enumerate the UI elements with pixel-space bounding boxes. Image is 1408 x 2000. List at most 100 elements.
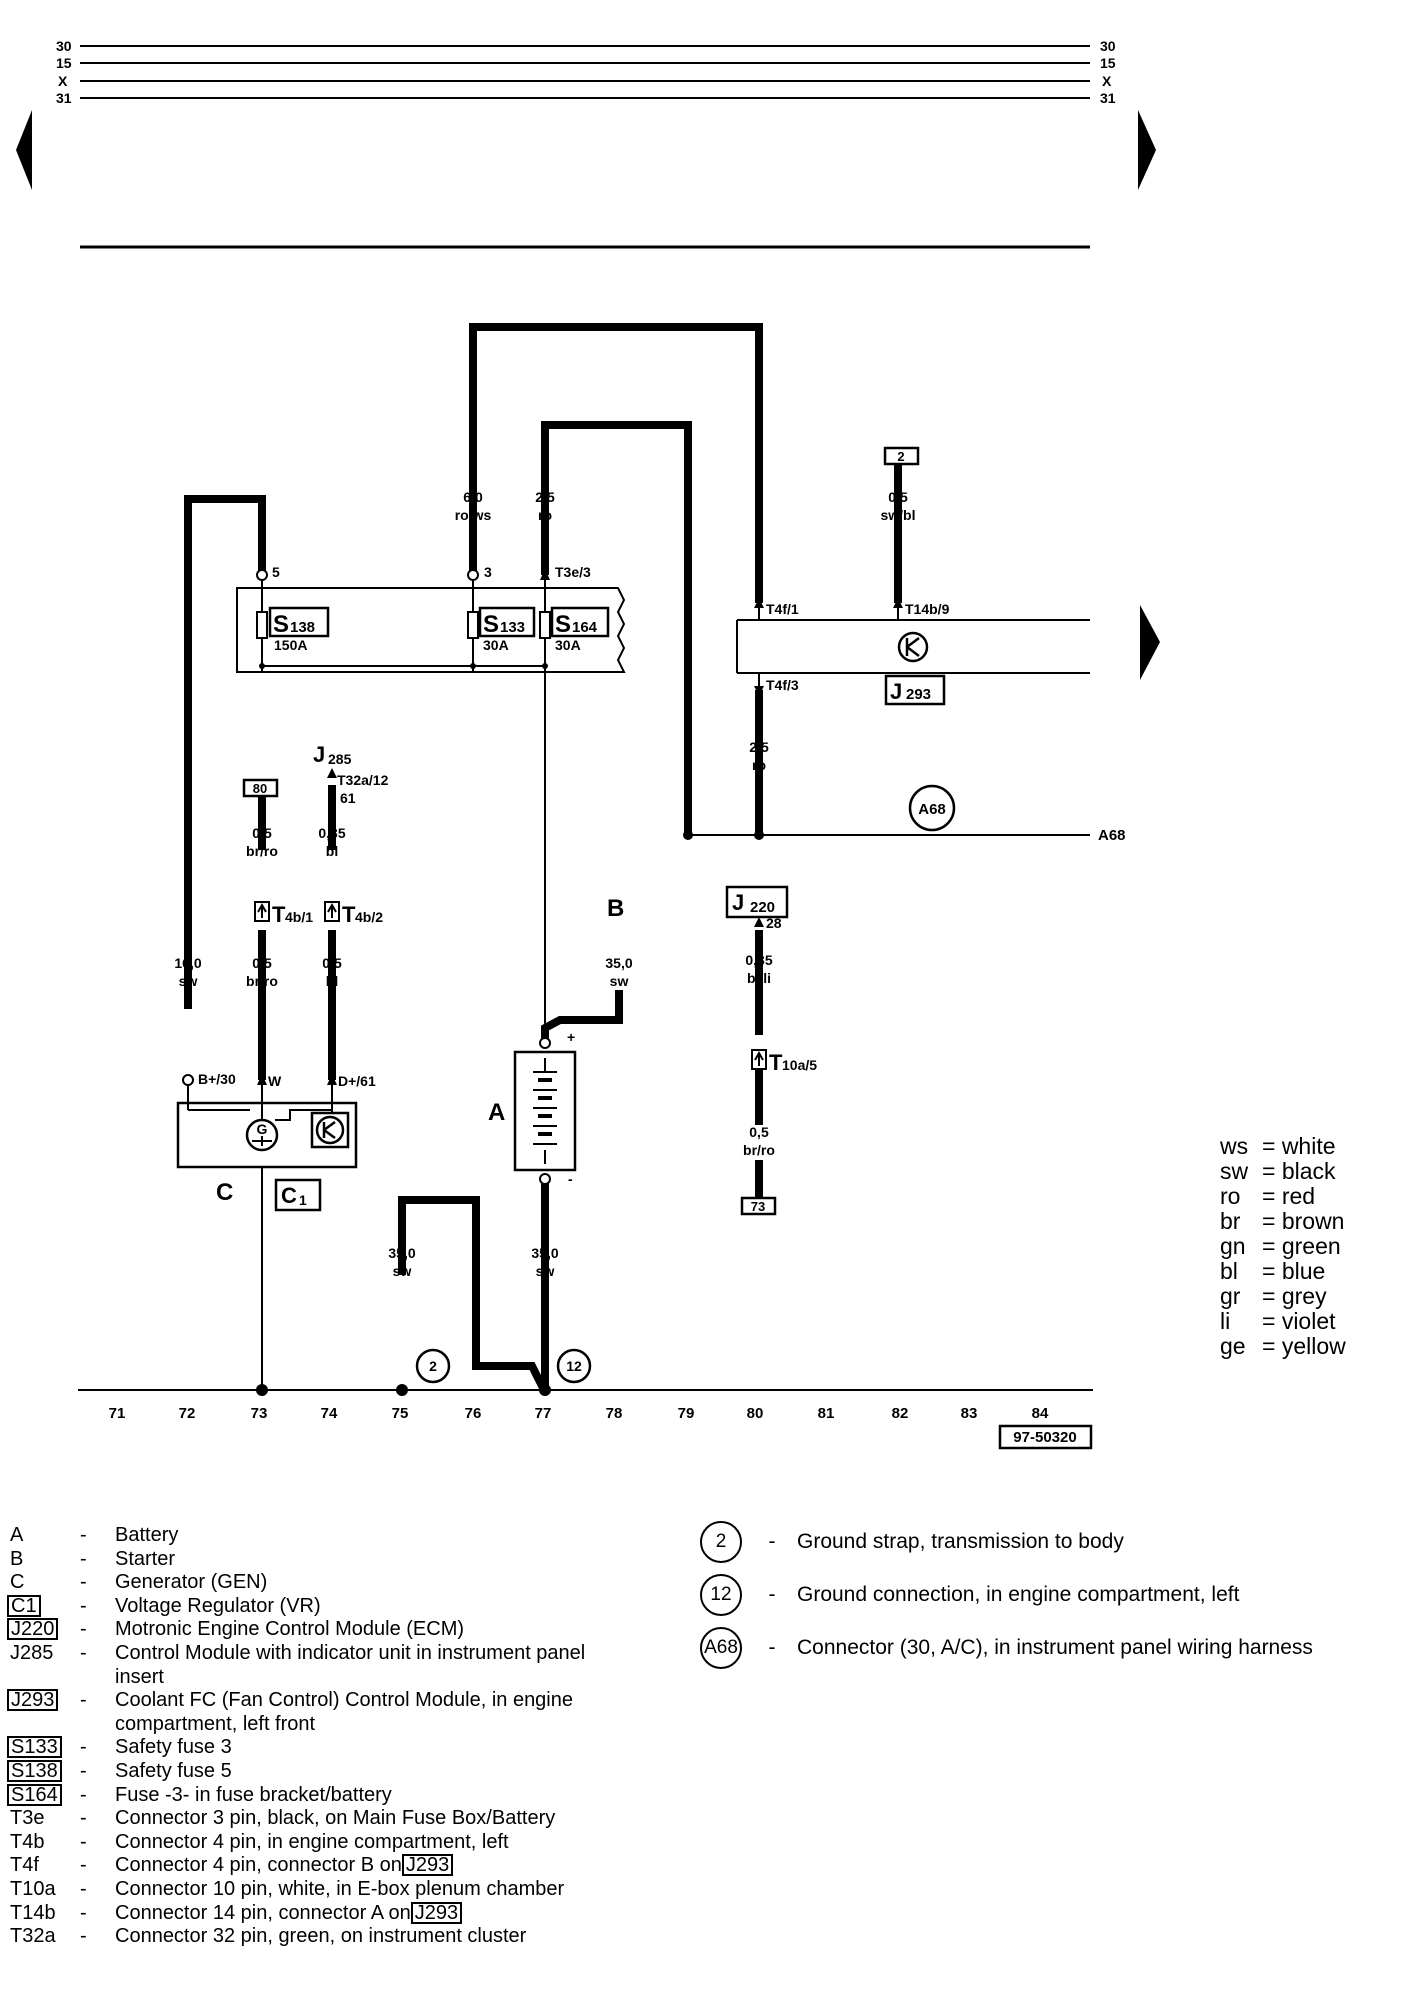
- svg-text:T: T: [272, 902, 286, 927]
- fuse-s138-rating: 150A: [274, 637, 307, 653]
- color-name: = black: [1262, 1158, 1336, 1184]
- legend-code: C: [10, 1571, 25, 1594]
- diagram-id: 97-50320: [998, 1424, 1093, 1450]
- legend-code: T32a: [10, 1925, 56, 1948]
- svg-text:220: 220: [750, 899, 775, 916]
- color-code-row: gr= grey: [1220, 1284, 1346, 1309]
- svg-text:bl/li: bl/li: [747, 970, 771, 986]
- svg-text:A68: A68: [918, 801, 946, 818]
- svg-text:285: 285: [328, 751, 352, 767]
- legend-desc: Control Module with indicator unit in in…: [115, 1641, 586, 1664]
- legend-desc: Starter: [115, 1547, 176, 1570]
- color-abbr: gn: [1220, 1233, 1246, 1259]
- fuse-s164-pin: T3e/3: [555, 564, 591, 580]
- color-code-row: ws= white: [1220, 1134, 1346, 1159]
- svg-text:35,0: 35,0: [388, 1245, 415, 1261]
- legend-desc: Battery: [115, 1524, 179, 1546]
- legend-desc: insert: [115, 1665, 164, 1688]
- connector-t4b1: T 4b/1: [254, 901, 313, 927]
- legend-row: J293-Coolant FC (Fan Control) Control Mo…: [7, 1689, 585, 1713]
- color-name: = brown: [1262, 1208, 1345, 1234]
- generator-label: C: [216, 1179, 233, 1206]
- legend-code: B: [10, 1547, 24, 1570]
- legend-desc: Fuse -3- in fuse bracket/battery: [115, 1783, 392, 1806]
- svg-text:79: 79: [678, 1405, 695, 1422]
- svg-text:S: S: [273, 611, 289, 638]
- svg-text:T: T: [342, 902, 356, 927]
- fuse-s138-pin: 5: [272, 564, 280, 580]
- ground-legend-desc: Ground strap, transmission to body: [797, 1529, 1124, 1553]
- j285-label: J 285 T32a/12 61: [313, 742, 389, 806]
- svg-text:C: C: [281, 1183, 297, 1208]
- ground-2: 2: [415, 1348, 451, 1384]
- legend-row: S133-Safety fuse 3: [7, 1736, 585, 1760]
- legend-desc: Connector 32 pin, green, on instrument c…: [115, 1925, 527, 1948]
- legend-row: A-Battery: [10, 1524, 179, 1546]
- legend-code: S164: [7, 1783, 62, 1806]
- legend-row: B-Starter: [10, 1547, 176, 1570]
- battery-a: + - A: [488, 1029, 577, 1187]
- gen-pin-w: W: [268, 1073, 282, 1089]
- svg-text:2: 2: [429, 1358, 437, 1374]
- thin-wires: [261, 575, 1090, 1392]
- svg-text:35,0: 35,0: [531, 1245, 558, 1261]
- svg-text:J: J: [313, 742, 325, 767]
- color-name: = blue: [1262, 1258, 1326, 1284]
- legend-desc: Safety fuse 3: [115, 1736, 232, 1759]
- legend-ref: J293: [401, 1854, 454, 1877]
- j293-module: T4f/1 T4f/3 T14b/9 J 293: [736, 598, 1090, 706]
- svg-text:0,5: 0,5: [749, 1124, 769, 1140]
- connector-t4f3: T4f/3: [766, 677, 799, 693]
- color-abbr: li: [1220, 1308, 1231, 1334]
- svg-text:2,5: 2,5: [749, 739, 769, 755]
- fuse-s133: S 133 30A 3: [478, 564, 536, 653]
- fuse-s138: S 138 150A 5: [268, 564, 330, 653]
- svg-text:0,5: 0,5: [888, 489, 908, 505]
- svg-text:81: 81: [818, 1405, 835, 1422]
- starter-label: B: [607, 895, 624, 922]
- legend-code: T3e: [10, 1807, 45, 1830]
- transistor-icon: [897, 631, 929, 663]
- svg-text:S: S: [483, 611, 499, 638]
- ground-legend-code: A68: [700, 1626, 742, 1669]
- legend-row: S164-Fuse -3- in fuse bracket/battery: [7, 1783, 585, 1808]
- a68-label: A68: [1098, 827, 1126, 844]
- ground-legend: 2-Ground strap, transmission to body 12-…: [700, 1515, 1313, 1674]
- svg-text:0,5: 0,5: [252, 955, 272, 971]
- regulator-transistor-icon: [315, 1115, 345, 1145]
- svg-text:138: 138: [290, 619, 315, 636]
- nav-arrow-left-icon[interactable]: [16, 110, 32, 190]
- battery-plus: +: [567, 1029, 575, 1045]
- svg-text:sw/bl: sw/bl: [880, 507, 915, 523]
- svg-text:0,35: 0,35: [318, 825, 345, 841]
- svg-text:77: 77: [535, 1405, 552, 1422]
- legend-desc: Connector 4 pin, connector B on: [115, 1854, 402, 1877]
- fuse-s164-rating: 30A: [555, 637, 581, 653]
- svg-text:97-50320: 97-50320: [1013, 1429, 1076, 1446]
- legend-desc: Voltage Regulator (VR): [115, 1594, 321, 1617]
- ground-legend-code: 12: [700, 1573, 742, 1616]
- svg-text:ro: ro: [752, 757, 766, 773]
- legend-code: J220: [7, 1618, 59, 1641]
- continue-arrow-right-icon[interactable]: [1140, 605, 1160, 680]
- svg-text:78: 78: [606, 1405, 623, 1422]
- connector-t4b2: T 4b/2: [324, 901, 383, 927]
- legend-row: T3e-Connector 3 pin, black, on Main Fuse…: [10, 1807, 556, 1830]
- legend-code: C1: [7, 1594, 41, 1617]
- svg-text:76: 76: [465, 1405, 482, 1422]
- legend-code: J285: [10, 1641, 54, 1664]
- svg-text:4b/1: 4b/1: [285, 909, 313, 925]
- legend-desc: Generator (GEN): [115, 1571, 268, 1594]
- color-name: = white: [1262, 1133, 1336, 1159]
- svg-text:0,35: 0,35: [745, 952, 772, 968]
- legend-row: C1-Voltage Regulator (VR): [7, 1594, 585, 1619]
- ground-legend-code: 2: [700, 1520, 742, 1563]
- svg-text:4b/2: 4b/2: [355, 909, 383, 925]
- bus-label-15-right: 15: [1100, 55, 1116, 71]
- nav-arrow-right-icon[interactable]: [1138, 110, 1156, 190]
- connector-t32a12: T32a/12: [337, 772, 389, 788]
- svg-text:16,0: 16,0: [174, 955, 201, 971]
- svg-text:br/ro: br/ro: [743, 1142, 775, 1158]
- legend-row: C-Generator (GEN): [10, 1571, 268, 1594]
